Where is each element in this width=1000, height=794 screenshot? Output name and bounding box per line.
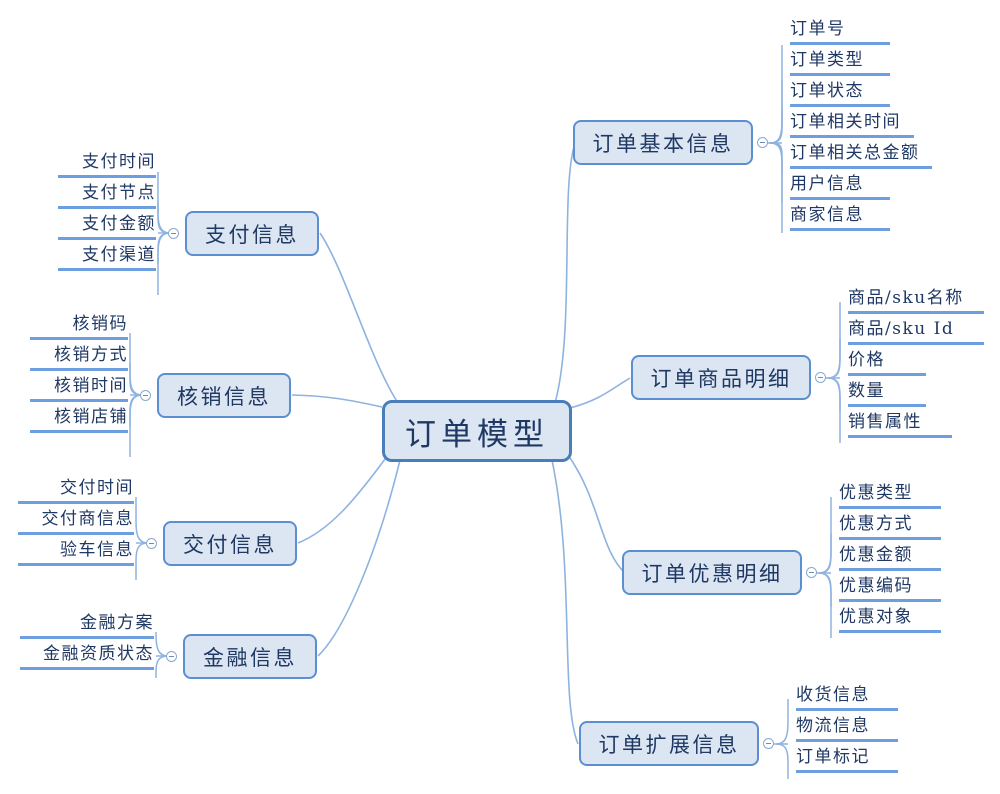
leaf-node[interactable]: 收货信息: [796, 680, 898, 711]
branch-node-order-promotion-detail[interactable]: 订单优惠明细: [622, 550, 802, 595]
leaf-node[interactable]: 优惠金额: [839, 540, 941, 571]
leaf-node[interactable]: 价格: [848, 345, 926, 376]
branch-label-order-extension-info: 订单扩展信息: [598, 732, 740, 757]
collapse-toggle-delivery-info[interactable]: [146, 538, 157, 549]
root-node[interactable]: 订单模型: [382, 400, 572, 462]
branch-node-order-item-detail[interactable]: 订单商品明细: [631, 355, 811, 400]
branch-node-order-basic-info[interactable]: 订单基本信息: [573, 120, 753, 165]
leaf-node[interactable]: 数量: [848, 376, 926, 407]
leaf-node[interactable]: 支付渠道: [58, 240, 156, 271]
leaf-node[interactable]: 优惠对象: [839, 602, 941, 633]
branch-label-order-promotion-detail: 订单优惠明细: [641, 561, 783, 586]
leaf-node[interactable]: 核销店铺: [30, 402, 128, 433]
leaf-node[interactable]: 订单标记: [796, 742, 898, 773]
leaf-node[interactable]: 核销方式: [30, 340, 128, 371]
root-node-label: 订单模型: [405, 416, 549, 453]
leaf-node[interactable]: 支付时间: [58, 147, 156, 178]
collapse-toggle-order-item-detail[interactable]: [815, 372, 826, 383]
branch-node-delivery-info[interactable]: 交付信息: [163, 521, 297, 566]
leaf-node[interactable]: 订单号: [790, 14, 890, 45]
leaf-node[interactable]: 商品/sku Id: [848, 314, 984, 345]
leaf-node[interactable]: 金融方案: [20, 608, 154, 639]
collapse-toggle-order-promotion-detail[interactable]: [806, 567, 817, 578]
leaf-node[interactable]: 金融资质状态: [20, 639, 154, 670]
leaf-node[interactable]: 交付时间: [18, 473, 134, 504]
leaf-node[interactable]: 核销码: [30, 309, 128, 340]
collapse-toggle-verification-info[interactable]: [140, 390, 151, 401]
leaf-node[interactable]: 订单相关时间: [790, 107, 914, 138]
branch-label-payment-info: 支付信息: [205, 222, 299, 247]
branch-label-order-basic-info: 订单基本信息: [592, 131, 734, 156]
collapse-toggle-order-extension-info[interactable]: [763, 738, 774, 749]
leaf-node[interactable]: 订单相关总金额: [790, 138, 932, 169]
leaf-node[interactable]: 订单类型: [790, 45, 890, 76]
leaf-node[interactable]: 用户信息: [790, 169, 890, 200]
leaf-node[interactable]: 商品/sku名称: [848, 283, 984, 314]
leaf-node[interactable]: 物流信息: [796, 711, 898, 742]
leaf-node[interactable]: 交付商信息: [18, 504, 134, 535]
collapse-toggle-payment-info[interactable]: [168, 228, 179, 239]
leaf-node[interactable]: 支付金额: [58, 209, 156, 240]
leaf-node[interactable]: 验车信息: [18, 535, 134, 566]
collapse-toggle-order-basic-info[interactable]: [757, 137, 768, 148]
leaf-node[interactable]: 订单状态: [790, 76, 890, 107]
branch-label-delivery-info: 交付信息: [183, 532, 277, 557]
branch-label-verification-info: 核销信息: [177, 384, 271, 409]
leaf-node[interactable]: 优惠编码: [839, 571, 941, 602]
branch-node-order-extension-info[interactable]: 订单扩展信息: [579, 721, 759, 766]
leaf-node[interactable]: 销售属性: [848, 407, 952, 438]
leaf-node[interactable]: 支付节点: [58, 178, 156, 209]
leaf-node[interactable]: 优惠类型: [839, 478, 941, 509]
branch-label-finance-info: 金融信息: [203, 645, 297, 670]
leaf-node[interactable]: 核销时间: [30, 371, 128, 402]
branch-label-order-item-detail: 订单商品明细: [650, 366, 792, 391]
branch-node-verification-info[interactable]: 核销信息: [157, 373, 291, 418]
branch-node-finance-info[interactable]: 金融信息: [183, 634, 317, 679]
branch-node-payment-info[interactable]: 支付信息: [185, 211, 319, 256]
collapse-toggle-finance-info[interactable]: [166, 651, 177, 662]
leaf-node[interactable]: 商家信息: [790, 200, 890, 231]
leaf-node[interactable]: 优惠方式: [839, 509, 941, 540]
